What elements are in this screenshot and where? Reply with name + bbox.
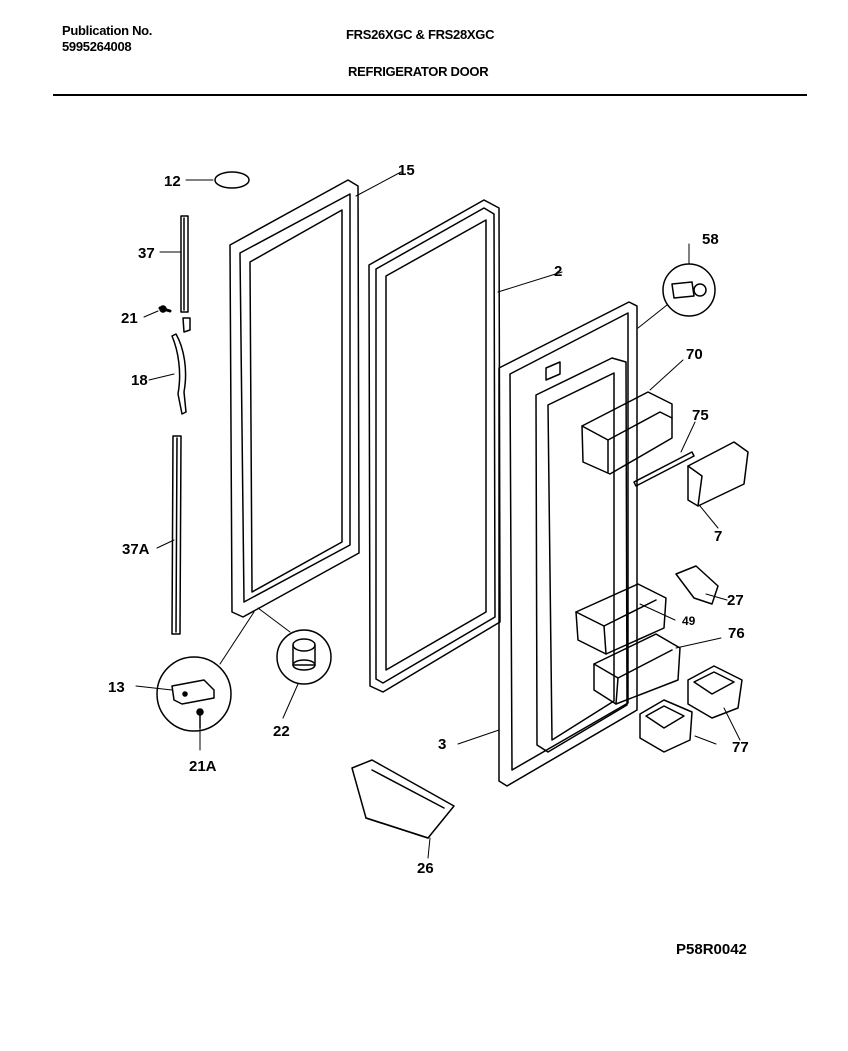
callout-3: 3 bbox=[438, 736, 446, 753]
part-70-shelf-bin bbox=[581, 391, 673, 475]
section-title: REFRIGERATOR DOOR bbox=[348, 64, 489, 79]
callout-21: 21 bbox=[121, 310, 138, 327]
part-12-badge bbox=[214, 171, 250, 189]
part-75-retainer bbox=[633, 451, 695, 487]
part-58-screw-detail bbox=[662, 263, 716, 317]
callout-77: 77 bbox=[732, 739, 749, 756]
part-26-tray bbox=[351, 759, 455, 839]
header-rule bbox=[53, 94, 807, 96]
part-22-cap-detail bbox=[276, 629, 332, 685]
part-13-hinge-detail bbox=[156, 656, 232, 732]
callout-27: 27 bbox=[727, 592, 744, 609]
part-21A-screw bbox=[196, 708, 204, 729]
part-49-lower-bin bbox=[575, 583, 667, 655]
part-15-outer-frame bbox=[229, 179, 360, 618]
part-7-dairy-cover bbox=[687, 441, 749, 507]
part-3-door-liner bbox=[498, 301, 638, 787]
callout-18: 18 bbox=[131, 372, 148, 389]
callout-37: 37 bbox=[138, 245, 155, 262]
callout-37A: 37A bbox=[122, 541, 150, 558]
part-37A-trim-lower bbox=[171, 435, 182, 635]
part-76-door-bin bbox=[593, 633, 681, 705]
part-77-egg-trays bbox=[639, 665, 743, 753]
part-2-gasket bbox=[368, 199, 501, 693]
callout-21A: 21A bbox=[189, 758, 217, 775]
part-21-screw bbox=[158, 305, 172, 313]
part-18-handle bbox=[171, 317, 191, 415]
callout-26: 26 bbox=[417, 860, 434, 877]
callout-13: 13 bbox=[108, 679, 125, 696]
callout-2: 2 bbox=[554, 263, 562, 280]
part-37-trim-upper bbox=[180, 215, 189, 313]
callout-76: 76 bbox=[728, 625, 745, 642]
callout-58: 58 bbox=[702, 231, 719, 248]
callout-75: 75 bbox=[692, 407, 709, 424]
callout-15: 15 bbox=[398, 162, 415, 179]
callout-7: 7 bbox=[714, 528, 722, 545]
publication-label: Publication No. bbox=[62, 23, 153, 38]
model-numbers: FRS26XGC & FRS28XGC bbox=[346, 27, 495, 42]
diagram-code: P58R0042 bbox=[676, 941, 747, 958]
callout-49: 49 bbox=[682, 614, 696, 628]
callout-12: 12 bbox=[164, 173, 181, 190]
part-27-cover bbox=[675, 565, 719, 605]
callout-70: 70 bbox=[686, 346, 703, 363]
callout-22: 22 bbox=[273, 723, 290, 740]
leader-lines bbox=[135, 171, 741, 859]
publication-number: 5995264008 bbox=[62, 39, 132, 54]
